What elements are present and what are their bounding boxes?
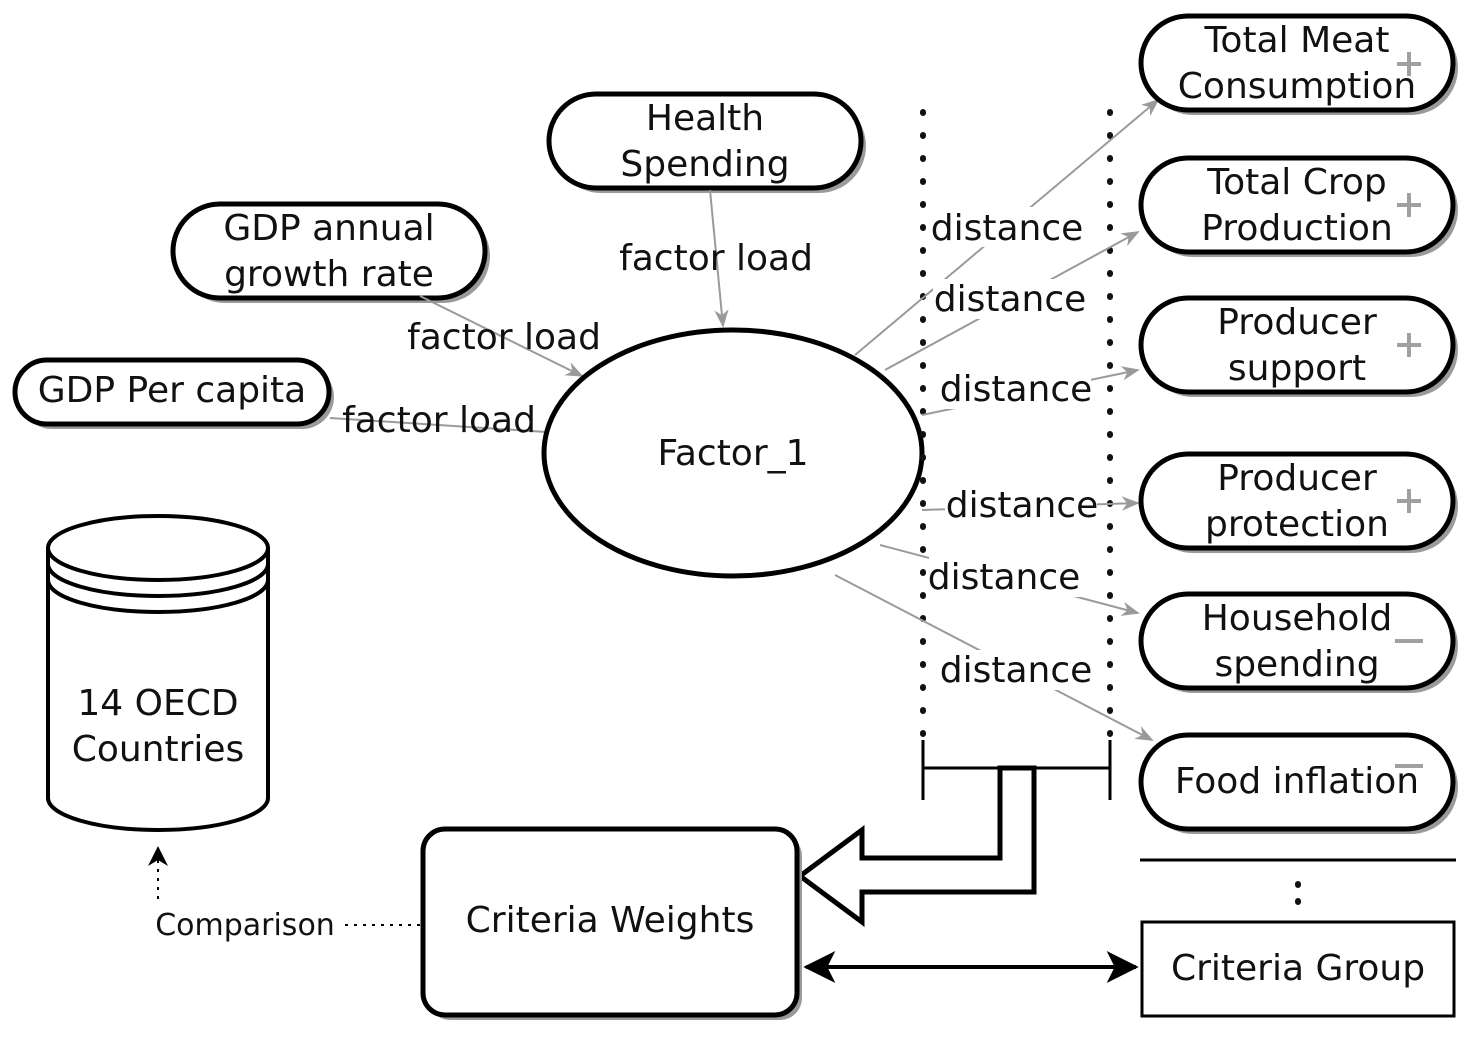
criteria-label-meat-2: Consumption bbox=[1178, 66, 1416, 107]
distance-label-household: distance bbox=[928, 557, 1081, 598]
criteria-node-protection: Producer protection bbox=[1138, 451, 1458, 553]
edge-percapita-to-factor bbox=[329, 417, 547, 433]
criteria-weights-box: Criteria Weights bbox=[420, 826, 802, 1020]
factor-node: Factor_1 bbox=[541, 327, 925, 579]
criteria-label-inflation: Food inflation bbox=[1175, 761, 1419, 802]
criteria-label-household-2: spending bbox=[1214, 644, 1379, 685]
criteria-group-label: Criteria Group bbox=[1171, 948, 1425, 989]
gdp-growth-node: GDP annual growth rate bbox=[170, 201, 490, 303]
edge-health-to-factor bbox=[709, 189, 729, 328]
gdp-growth-label-1: GDP annual bbox=[223, 208, 434, 249]
distance-edges: distance distance distance distance dist… bbox=[834, 98, 1160, 741]
factor-load-edges: factor load factor load factor load bbox=[329, 189, 813, 441]
criteria-label-crop-2: Production bbox=[1201, 208, 1393, 249]
factor-load-label-health: factor load bbox=[619, 238, 813, 279]
comparison-edge: Comparison bbox=[148, 846, 420, 943]
health-spending-label-2: Spending bbox=[620, 144, 789, 185]
plus-icon bbox=[1397, 193, 1421, 217]
comparison-label: Comparison bbox=[155, 908, 335, 943]
distance-boundaries bbox=[920, 109, 1113, 743]
criteria-node-crop: Total Crop Production bbox=[1138, 155, 1458, 257]
criteria-label-support-2: support bbox=[1228, 348, 1366, 389]
database-cylinder: 14 OECD Countries bbox=[46, 514, 270, 832]
hollow-arrow bbox=[795, 765, 1037, 927]
gdp-per-capita-node: GDP Per capita bbox=[12, 357, 334, 429]
group-separator bbox=[1140, 858, 1456, 921]
criteria-label-household-1: Household bbox=[1202, 598, 1393, 639]
plus-icon bbox=[1397, 52, 1421, 76]
criteria-node-household: Household spending bbox=[1138, 591, 1458, 693]
factor-load-label-growth: factor load bbox=[407, 317, 601, 358]
gdp-growth-label-2: growth rate bbox=[224, 254, 434, 295]
health-spending-label-1: Health bbox=[646, 98, 764, 139]
criteria-label-protection-2: protection bbox=[1205, 504, 1389, 545]
database-label-1: 14 OECD bbox=[77, 683, 238, 724]
distance-label-protection: distance bbox=[946, 485, 1099, 526]
criteria-node-support: Producer support bbox=[1138, 295, 1458, 397]
distance-label-meat: distance bbox=[931, 208, 1084, 249]
plus-icon bbox=[1397, 333, 1421, 357]
factor-load-label-percapita: factor load bbox=[342, 400, 536, 441]
criteria-label-protection-1: Producer bbox=[1217, 458, 1377, 499]
gdp-per-capita-label: GDP Per capita bbox=[38, 370, 306, 411]
distance-label-crop: distance bbox=[934, 279, 1087, 320]
criteria-label-crop-1: Total Crop bbox=[1206, 162, 1387, 203]
criteria-weights-label: Criteria Weights bbox=[466, 900, 755, 941]
criteria-label-support-1: Producer bbox=[1217, 302, 1377, 343]
distance-label-support: distance bbox=[940, 369, 1093, 410]
factor-label: Factor_1 bbox=[657, 433, 808, 474]
distance-label-inflation: distance bbox=[940, 650, 1093, 691]
criteria-label-meat-1: Total Meat bbox=[1204, 20, 1390, 61]
health-spending-node: Health Spending bbox=[546, 91, 866, 193]
database-label-2: Countries bbox=[72, 729, 245, 770]
criteria-node-inflation: Food inflation bbox=[1138, 732, 1458, 834]
criteria-group-box: Criteria Group bbox=[1140, 920, 1456, 1018]
criteria-node-meat: Total Meat Consumption bbox=[1138, 13, 1458, 115]
edge-growth-to-factor bbox=[419, 295, 584, 377]
plus-icon bbox=[1397, 489, 1421, 513]
